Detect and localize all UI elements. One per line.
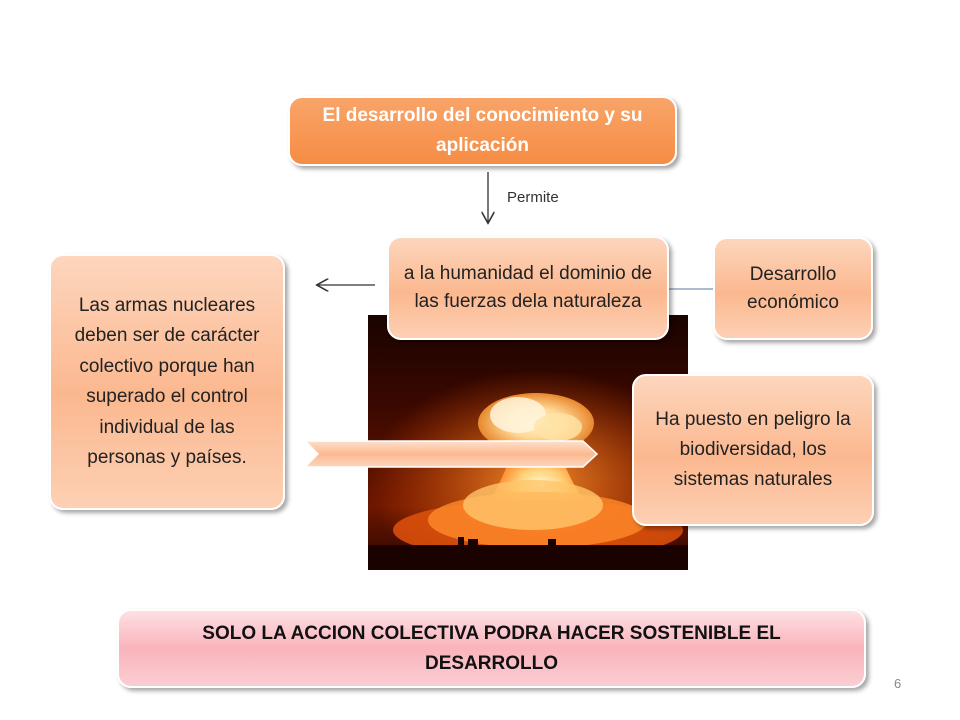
node-mastery-of-nature: a la humanidad el dominio de las fuerzas… (387, 236, 669, 340)
node-knowledge-development: El desarrollo del conocimiento y su apli… (288, 96, 677, 166)
node-knowledge-development-text: El desarrollo del conocimiento y su apli… (322, 105, 643, 156)
node-mastery-of-nature-text: a la humanidad el dominio de las fuerzas… (403, 263, 653, 312)
conclusion-banner: SOLO LA ACCION COLECTIVA PODRA HACER SOS… (117, 609, 866, 688)
node-nuclear-weapons: Las armas nucleares deben ser de carácte… (49, 254, 285, 510)
node-nuclear-weapons-text: Las armas nucleares deben ser de carácte… (74, 294, 260, 469)
node-economic-development-text: Desarrollo económico (747, 263, 839, 313)
node-biodiversity-danger-text: Ha puesto en peligro la biodiversidad, l… (655, 409, 851, 490)
node-biodiversity-danger: Ha puesto en peligro la biodiversidad, l… (632, 374, 874, 526)
node-economic-development: Desarrollo económico (713, 237, 873, 340)
conclusion-banner-text: SOLO LA ACCION COLECTIVA PODRA HACER SOS… (202, 622, 781, 674)
page-number: 6 (894, 676, 902, 691)
nuclear-explosion-photo (368, 315, 688, 570)
edge-label-permite: Permite (507, 189, 559, 206)
explosion-graphic (368, 315, 688, 570)
